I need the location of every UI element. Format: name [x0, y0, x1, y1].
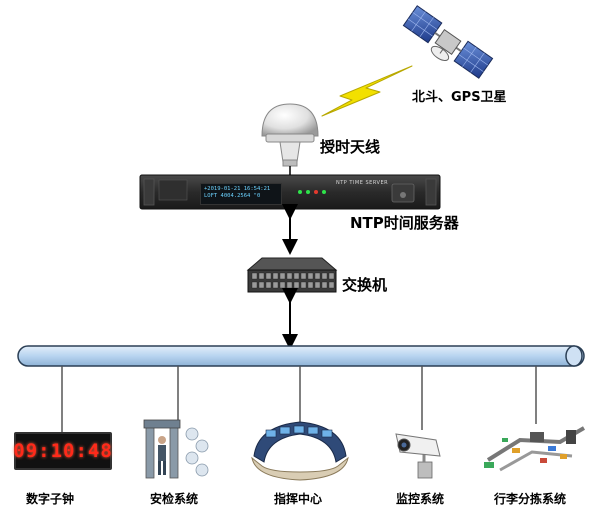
switch-port [328, 281, 335, 289]
switch-port [265, 272, 272, 280]
ntp-server-icon [139, 174, 441, 210]
satellite-label: 北斗、GPS卫星 [412, 90, 507, 105]
antenna-label: 授时天线 [320, 138, 381, 156]
signal-lightning-icon [321, 65, 413, 117]
server-display: +2019-01-21 16:54:21 LOFT 4004.2564 "0 [200, 183, 282, 205]
switch-port [258, 281, 265, 289]
switch-port [307, 272, 314, 280]
server-label: NTP时间服务器 [350, 214, 459, 232]
device-label-baggage: 行李分拣系统 [494, 492, 567, 506]
digital-clock-display: 09:10:48 [13, 432, 113, 470]
network-bus [17, 345, 585, 367]
device-label-command: 指挥中心 [274, 492, 323, 506]
switch-port [300, 281, 307, 289]
switch-port [286, 272, 293, 280]
switch-port [314, 272, 321, 280]
switch-port [251, 281, 258, 289]
server-front-title: NTP TIME SERVER [336, 180, 389, 186]
switch-port [321, 281, 328, 289]
switch-label: 交换机 [342, 276, 388, 294]
surveillance-camera-icon [395, 433, 441, 479]
switch-port [328, 272, 335, 280]
switch-port [258, 272, 265, 280]
server-display-line1: +2019-01-21 16:54:21 [204, 186, 271, 192]
network-switch-icon [246, 257, 338, 293]
server-display-line2: LOFT 4004.2564 "0 [204, 193, 261, 199]
switch-port [293, 272, 300, 280]
baggage-sorting-icon [484, 426, 586, 472]
switch-port [279, 281, 286, 289]
command-center-icon [251, 421, 349, 481]
switch-port [265, 281, 272, 289]
device-label-clock: 数字子钟 [26, 492, 75, 506]
device-label-security: 安检系统 [150, 492, 199, 506]
switch-port [272, 272, 279, 280]
switch-port [279, 272, 286, 280]
switch-port [307, 281, 314, 289]
gps-antenna-icon [261, 103, 319, 167]
clock-digits: 09:10:48 [13, 440, 113, 462]
switch-port [300, 272, 307, 280]
satellite-icon [402, 5, 494, 79]
security-gate-icon [143, 419, 209, 479]
switch-port [321, 272, 328, 280]
switch-port [293, 281, 300, 289]
device-label-monitor: 监控系统 [396, 492, 445, 506]
switch-port [286, 281, 293, 289]
switch-port [251, 272, 258, 280]
switch-port [314, 281, 321, 289]
switch-port [272, 281, 279, 289]
